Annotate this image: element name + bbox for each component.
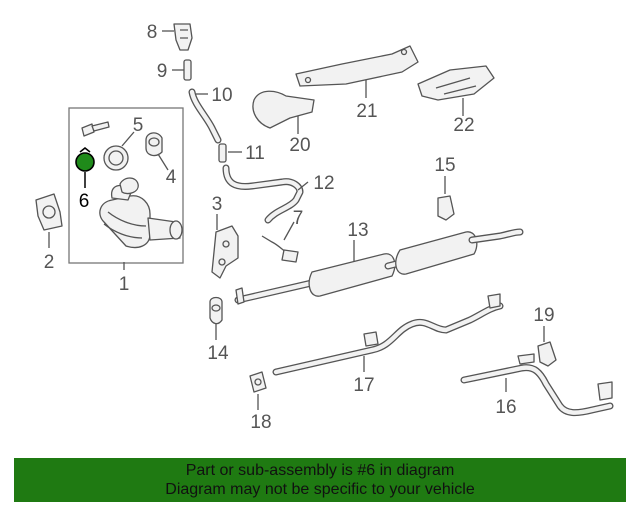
callout-5: 5 xyxy=(133,115,144,136)
part-14-hanger[interactable] xyxy=(209,296,223,325)
part-20-heat-shield[interactable] xyxy=(252,90,315,129)
part-4-clamp[interactable] xyxy=(145,132,163,157)
banner-line-1: Part or sub-assembly is #6 in diagram xyxy=(185,462,455,479)
part-2-gasket[interactable] xyxy=(35,193,63,231)
callout-11: 11 xyxy=(245,143,265,164)
callout-14: 14 xyxy=(207,343,229,364)
part-7-sensor[interactable] xyxy=(261,235,299,263)
part-15-hanger[interactable] xyxy=(437,195,455,221)
callout-4: 4 xyxy=(166,167,177,188)
callout-21: 21 xyxy=(356,101,377,122)
callout-6-highlighted: 6 xyxy=(79,191,90,212)
callout-9: 9 xyxy=(157,61,168,82)
callout-8: 8 xyxy=(147,22,158,43)
callout-16: 16 xyxy=(495,397,516,418)
callout-18: 18 xyxy=(250,412,271,433)
part-3-bracket[interactable] xyxy=(211,225,239,279)
callout-12: 12 xyxy=(313,173,334,194)
part-21-heat-shield[interactable] xyxy=(295,45,419,87)
callout-10: 10 xyxy=(211,85,232,106)
part-6-highlighted[interactable] xyxy=(75,146,95,172)
leader-lines xyxy=(48,30,545,410)
callout-17: 17 xyxy=(353,375,374,396)
part-13-muffler-assembly[interactable] xyxy=(234,228,524,305)
callout-2: 2 xyxy=(44,252,55,273)
part-1-catalytic-converter[interactable] xyxy=(99,177,183,249)
callout-labels: 1 2 3 4 5 6 7 8 9 10 11 12 13 14 15 16 1… xyxy=(44,22,555,433)
callout-19: 19 xyxy=(533,305,554,326)
callout-7: 7 xyxy=(293,208,304,229)
part-18-gasket[interactable] xyxy=(249,371,267,393)
part-11-clip[interactable] xyxy=(218,143,227,163)
callout-22: 22 xyxy=(453,115,474,136)
part-22-heat-shield[interactable] xyxy=(417,65,495,101)
banner-line-2: Diagram may not be specific to your vehi… xyxy=(165,481,475,498)
part-19-hanger[interactable] xyxy=(537,341,557,367)
callout-1: 1 xyxy=(119,274,130,295)
part-9-clip[interactable] xyxy=(183,59,192,81)
part-10-wire[interactable] xyxy=(188,88,222,144)
catalytic-converter-assembly-box xyxy=(68,107,184,264)
callout-15: 15 xyxy=(434,155,455,176)
part-8-connector[interactable] xyxy=(173,23,193,51)
callout-3: 3 xyxy=(212,194,223,215)
part-16-tailpipe[interactable] xyxy=(460,353,614,417)
part-17-intermediate-pipe[interactable] xyxy=(272,293,504,376)
part-5-gasket[interactable] xyxy=(103,145,129,171)
info-banner: Part or sub-assembly is #6 in diagram Di… xyxy=(14,458,626,502)
callout-20: 20 xyxy=(289,135,310,156)
part-12-harness[interactable] xyxy=(222,164,304,224)
bolt xyxy=(81,121,110,137)
callout-13: 13 xyxy=(347,220,368,241)
